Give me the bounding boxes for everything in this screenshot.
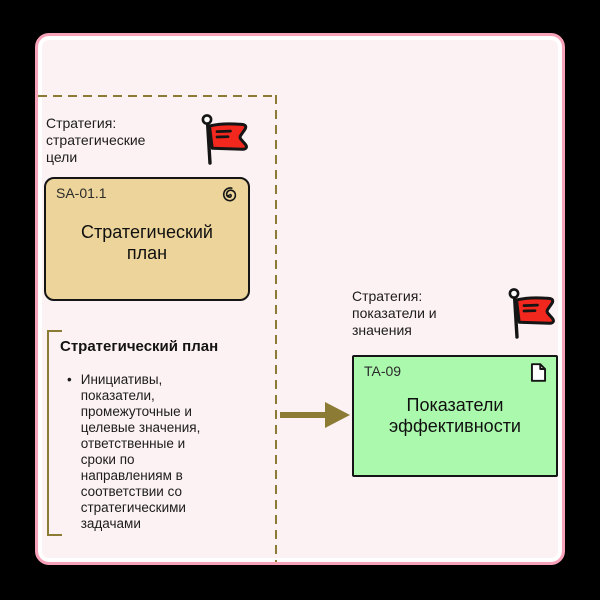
red-flag-icon <box>508 288 555 339</box>
card-code: TA-09 <box>364 363 402 379</box>
strategic-plan-card[interactable]: SA-01.1 Стратегический план <box>44 177 250 301</box>
diagram-canvas: Стратегия: стратегические цели SA-01.1 С… <box>35 33 565 565</box>
kpi-card[interactable]: TA-09 Показатели эффективности <box>352 355 558 477</box>
bullet-text: Инициативы, показатели, промежуточные и … <box>80 372 201 531</box>
card-code: SA-01.1 <box>56 185 107 201</box>
red-flag-icon <box>201 114 248 165</box>
details-bracket <box>47 330 62 536</box>
details-bullet-item: • Инициативы, показатели, промежуточные … <box>67 372 245 532</box>
goals-zone-label: Стратегия: стратегические цели <box>46 115 146 165</box>
strategy-goals-dashed-zone <box>38 95 277 562</box>
right-arrow-icon <box>280 402 350 428</box>
document-icon <box>530 363 547 382</box>
details-heading: Стратегический план <box>60 338 219 355</box>
bullet-marker: • <box>67 372 72 387</box>
goal-spiral-icon <box>222 187 237 202</box>
card-title: Стратегический план <box>81 222 213 263</box>
kpi-zone-label: Стратегия: показатели и значения <box>352 288 437 338</box>
card-title: Показатели эффективности <box>388 395 521 436</box>
